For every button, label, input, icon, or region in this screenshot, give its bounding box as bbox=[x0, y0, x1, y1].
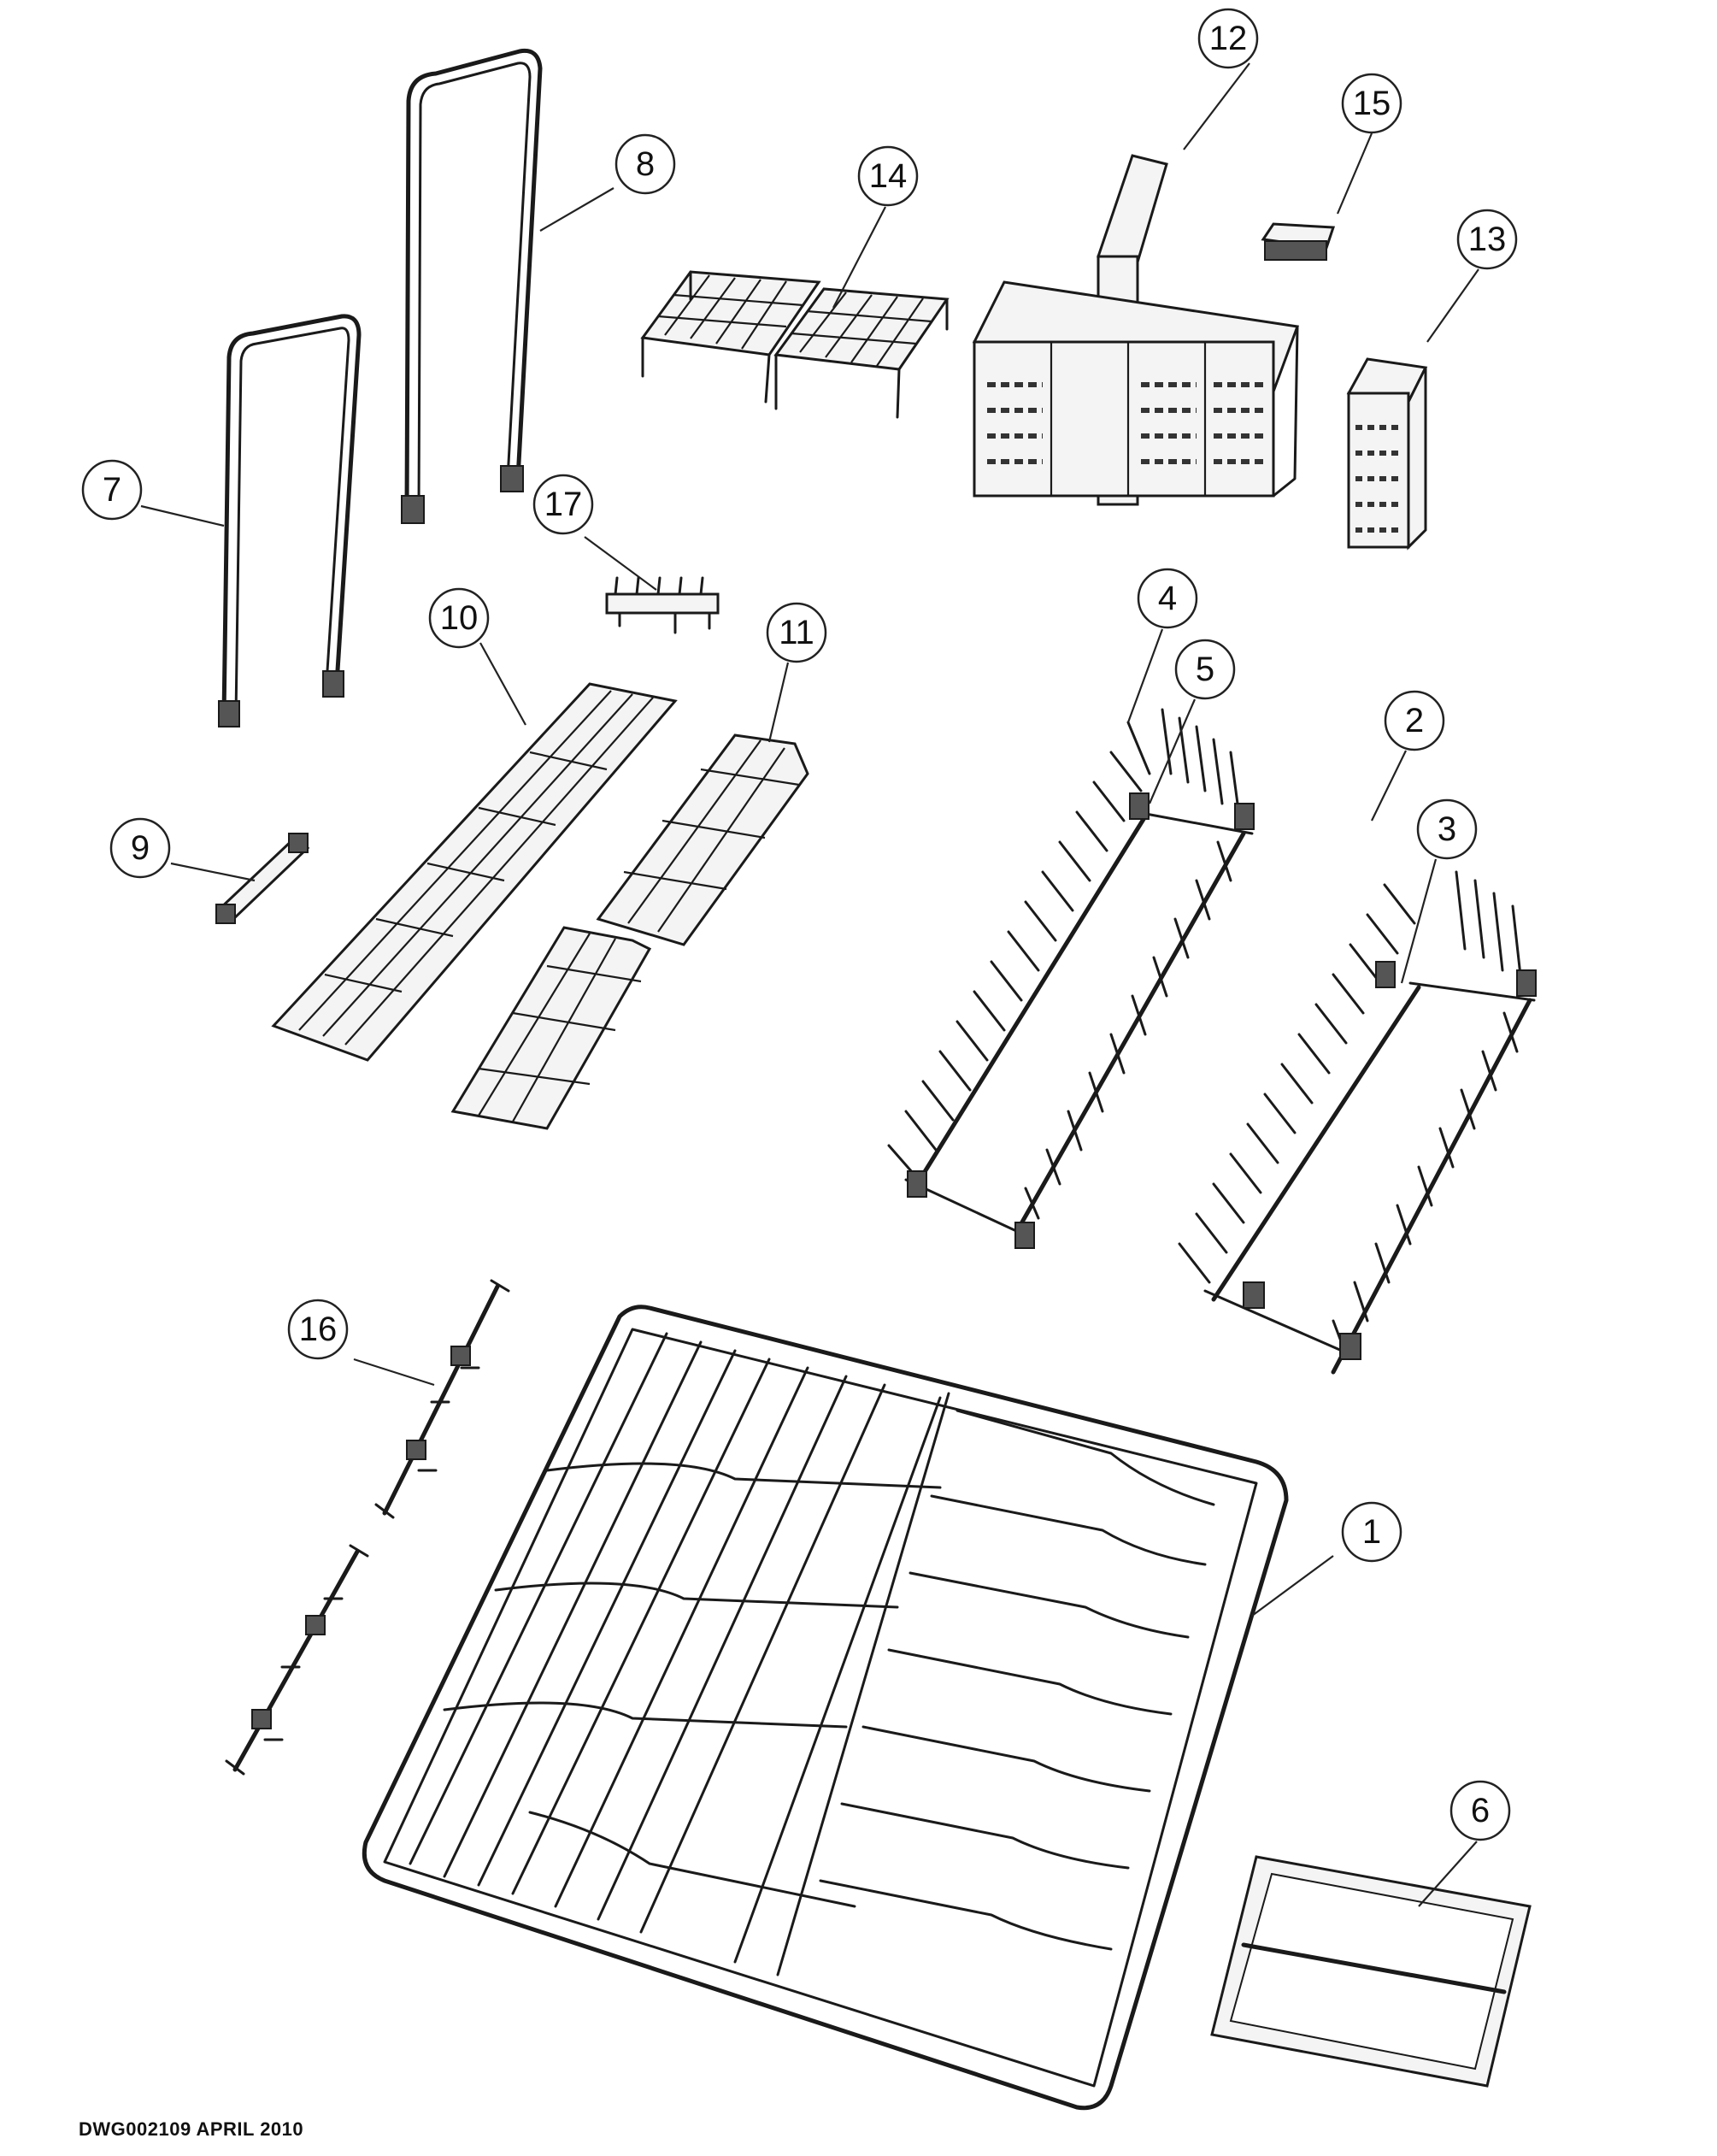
part-17-clip bbox=[605, 576, 720, 634]
callout-6: 6 bbox=[1449, 1780, 1511, 1841]
callout-10: 10 bbox=[428, 587, 490, 649]
callout-13-label: 13 bbox=[1468, 221, 1507, 258]
callout-4-label: 4 bbox=[1158, 580, 1177, 617]
callout-7: 7 bbox=[81, 459, 143, 521]
part-16-side-rails bbox=[225, 1279, 510, 1776]
part-7-short-handle bbox=[218, 314, 362, 728]
callout-13: 13 bbox=[1456, 209, 1518, 270]
callout-12-label: 12 bbox=[1209, 20, 1248, 57]
callout-1: 1 bbox=[1341, 1501, 1402, 1563]
part-10-folding-shelf bbox=[271, 682, 678, 1062]
callout-3: 3 bbox=[1416, 798, 1478, 860]
callout-9: 9 bbox=[109, 817, 171, 879]
callout-5-label: 5 bbox=[1196, 651, 1214, 688]
callout-17-label: 17 bbox=[544, 486, 583, 523]
callout-11-label: 11 bbox=[779, 614, 814, 651]
callout-15-label: 15 bbox=[1353, 85, 1391, 122]
part-11-two-piece-shelf bbox=[450, 733, 809, 1130]
callout-14-label: 14 bbox=[869, 157, 908, 195]
part-15-basket-lid bbox=[1261, 222, 1336, 261]
callout-14: 14 bbox=[857, 145, 919, 207]
part-1-main-rack bbox=[362, 1305, 1289, 2111]
part-8-tall-handle bbox=[401, 48, 543, 524]
callout-10-label: 10 bbox=[440, 599, 479, 637]
callout-16-label: 16 bbox=[299, 1311, 338, 1348]
leader-lines bbox=[140, 62, 1479, 1907]
callout-5: 5 bbox=[1174, 639, 1236, 700]
part-2-tine-rack-right bbox=[1178, 870, 1537, 1375]
callout-11: 11 bbox=[766, 602, 827, 663]
callout-16: 16 bbox=[287, 1299, 349, 1360]
callout-2-label: 2 bbox=[1405, 702, 1424, 739]
part-14-cup-shelves bbox=[640, 270, 950, 419]
callout-2: 2 bbox=[1384, 690, 1445, 751]
callout-4: 4 bbox=[1137, 568, 1198, 629]
part-13-side-basket bbox=[1346, 357, 1428, 551]
callout-15: 15 bbox=[1341, 73, 1402, 134]
callout-6-label: 6 bbox=[1471, 1792, 1490, 1829]
part-4-tine-rack-left bbox=[887, 708, 1255, 1249]
part-6-tray bbox=[1210, 1855, 1532, 2088]
callout-3-label: 3 bbox=[1438, 810, 1456, 848]
callout-7-label: 7 bbox=[103, 471, 121, 509]
part-12-cutlery-basket bbox=[972, 154, 1300, 506]
callout-8: 8 bbox=[614, 133, 676, 195]
callout-17: 17 bbox=[532, 474, 594, 535]
callout-9-label: 9 bbox=[131, 829, 150, 867]
drawing-reference: DWG002109 APRIL 2010 bbox=[79, 2118, 304, 2140]
callout-8-label: 8 bbox=[636, 145, 655, 183]
callout-1-label: 1 bbox=[1362, 1513, 1381, 1551]
callout-12: 12 bbox=[1197, 8, 1259, 69]
part-9-bracket bbox=[215, 833, 310, 924]
